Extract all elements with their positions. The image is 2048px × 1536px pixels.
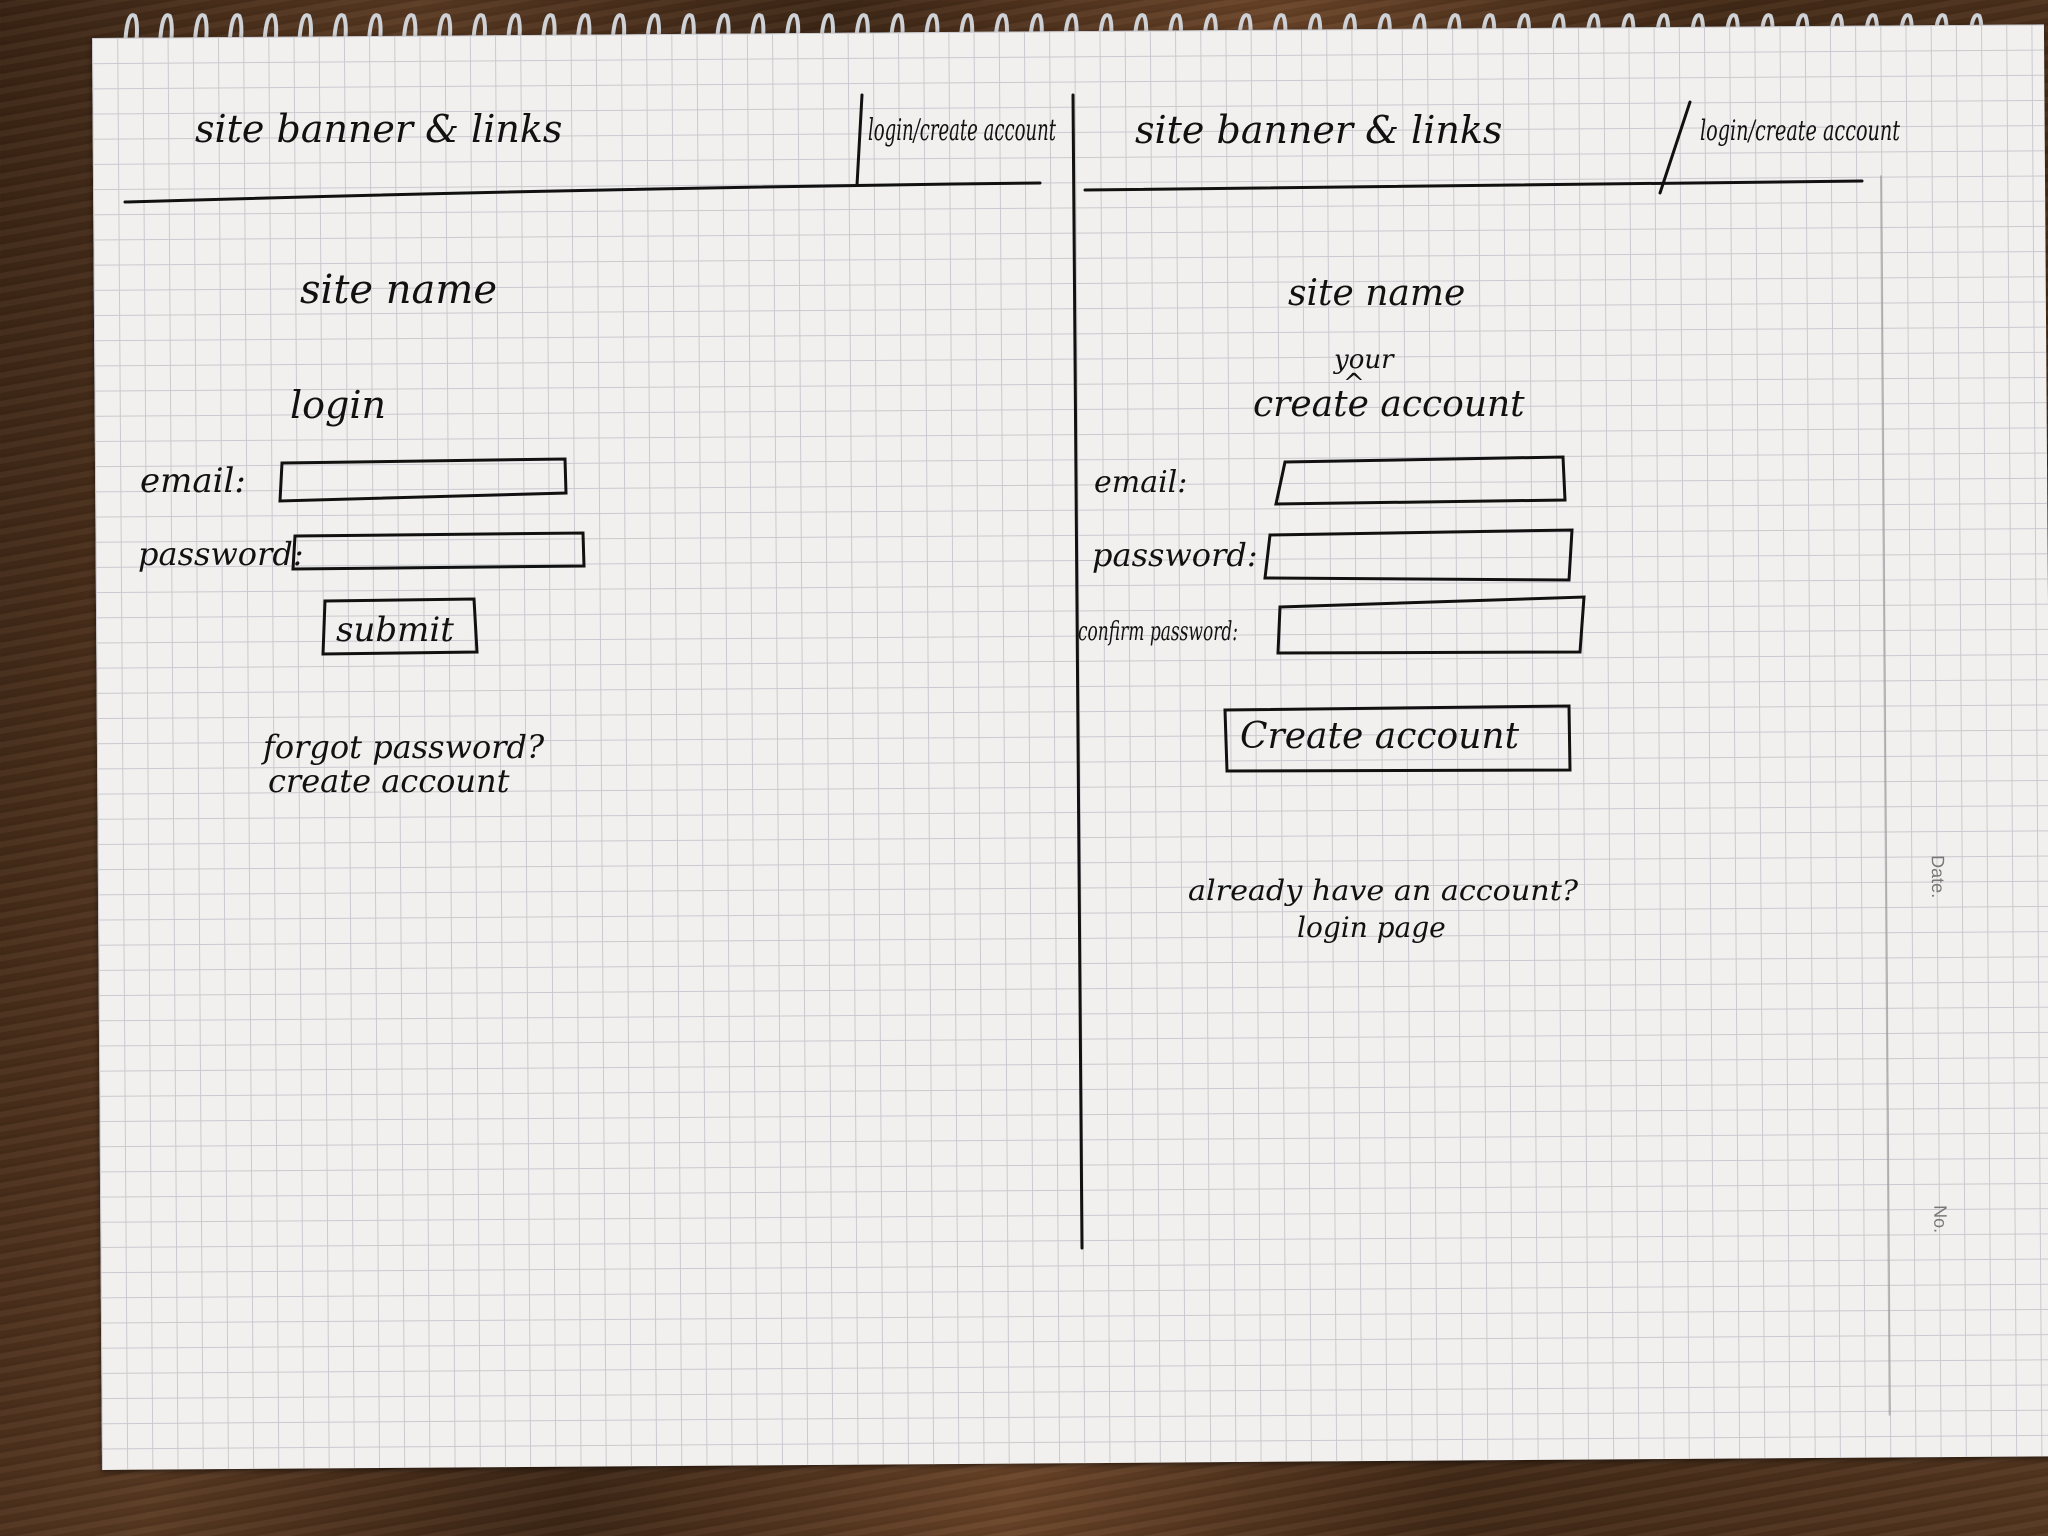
left-heading: login (290, 383, 386, 427)
left-submit-box (321, 597, 479, 656)
right-create-button-box (1223, 704, 1572, 773)
right-confirm-label: confirm password: (1078, 617, 1238, 647)
left-forgot-password-link[interactable]: forgot password? (261, 728, 545, 766)
right-site-name: site name (1288, 273, 1465, 314)
right-account-link[interactable]: login/create account (1700, 114, 1901, 147)
left-create-account-link[interactable]: create account (268, 762, 510, 800)
right-confirm-input-box (1276, 595, 1586, 655)
right-site-banner: site banner & links (1135, 108, 1502, 152)
right-password-input-box (1263, 528, 1574, 582)
right-password-label: password: (1092, 536, 1258, 574)
right-already-text: already have an account? (1188, 874, 1579, 907)
left-header-divider (855, 93, 864, 187)
right-login-page-link[interactable]: login page (1297, 911, 1446, 944)
left-header-rule (123, 181, 1042, 204)
page-divider (1071, 93, 1084, 1250)
left-submit-button[interactable]: submit (336, 610, 454, 650)
right-header-rule (1083, 179, 1864, 192)
right-heading-caret: ^ (1343, 369, 1365, 399)
right-heading-insert: your (1333, 345, 1395, 375)
right-heading: create account (1253, 384, 1525, 425)
left-password-label: password: (138, 535, 304, 573)
left-email-input-box (278, 457, 568, 503)
right-header-divider (1658, 100, 1692, 195)
left-email-label: email: (140, 461, 246, 501)
left-account-link[interactable]: login/create account (868, 113, 1057, 148)
left-password-input-box (291, 531, 586, 571)
left-site-banner: site banner & links (195, 107, 562, 151)
right-email-label: email: (1094, 465, 1187, 500)
right-email-input-box (1274, 455, 1567, 506)
left-site-name: site name (300, 267, 497, 313)
right-create-button[interactable]: Create account (1240, 716, 1520, 757)
